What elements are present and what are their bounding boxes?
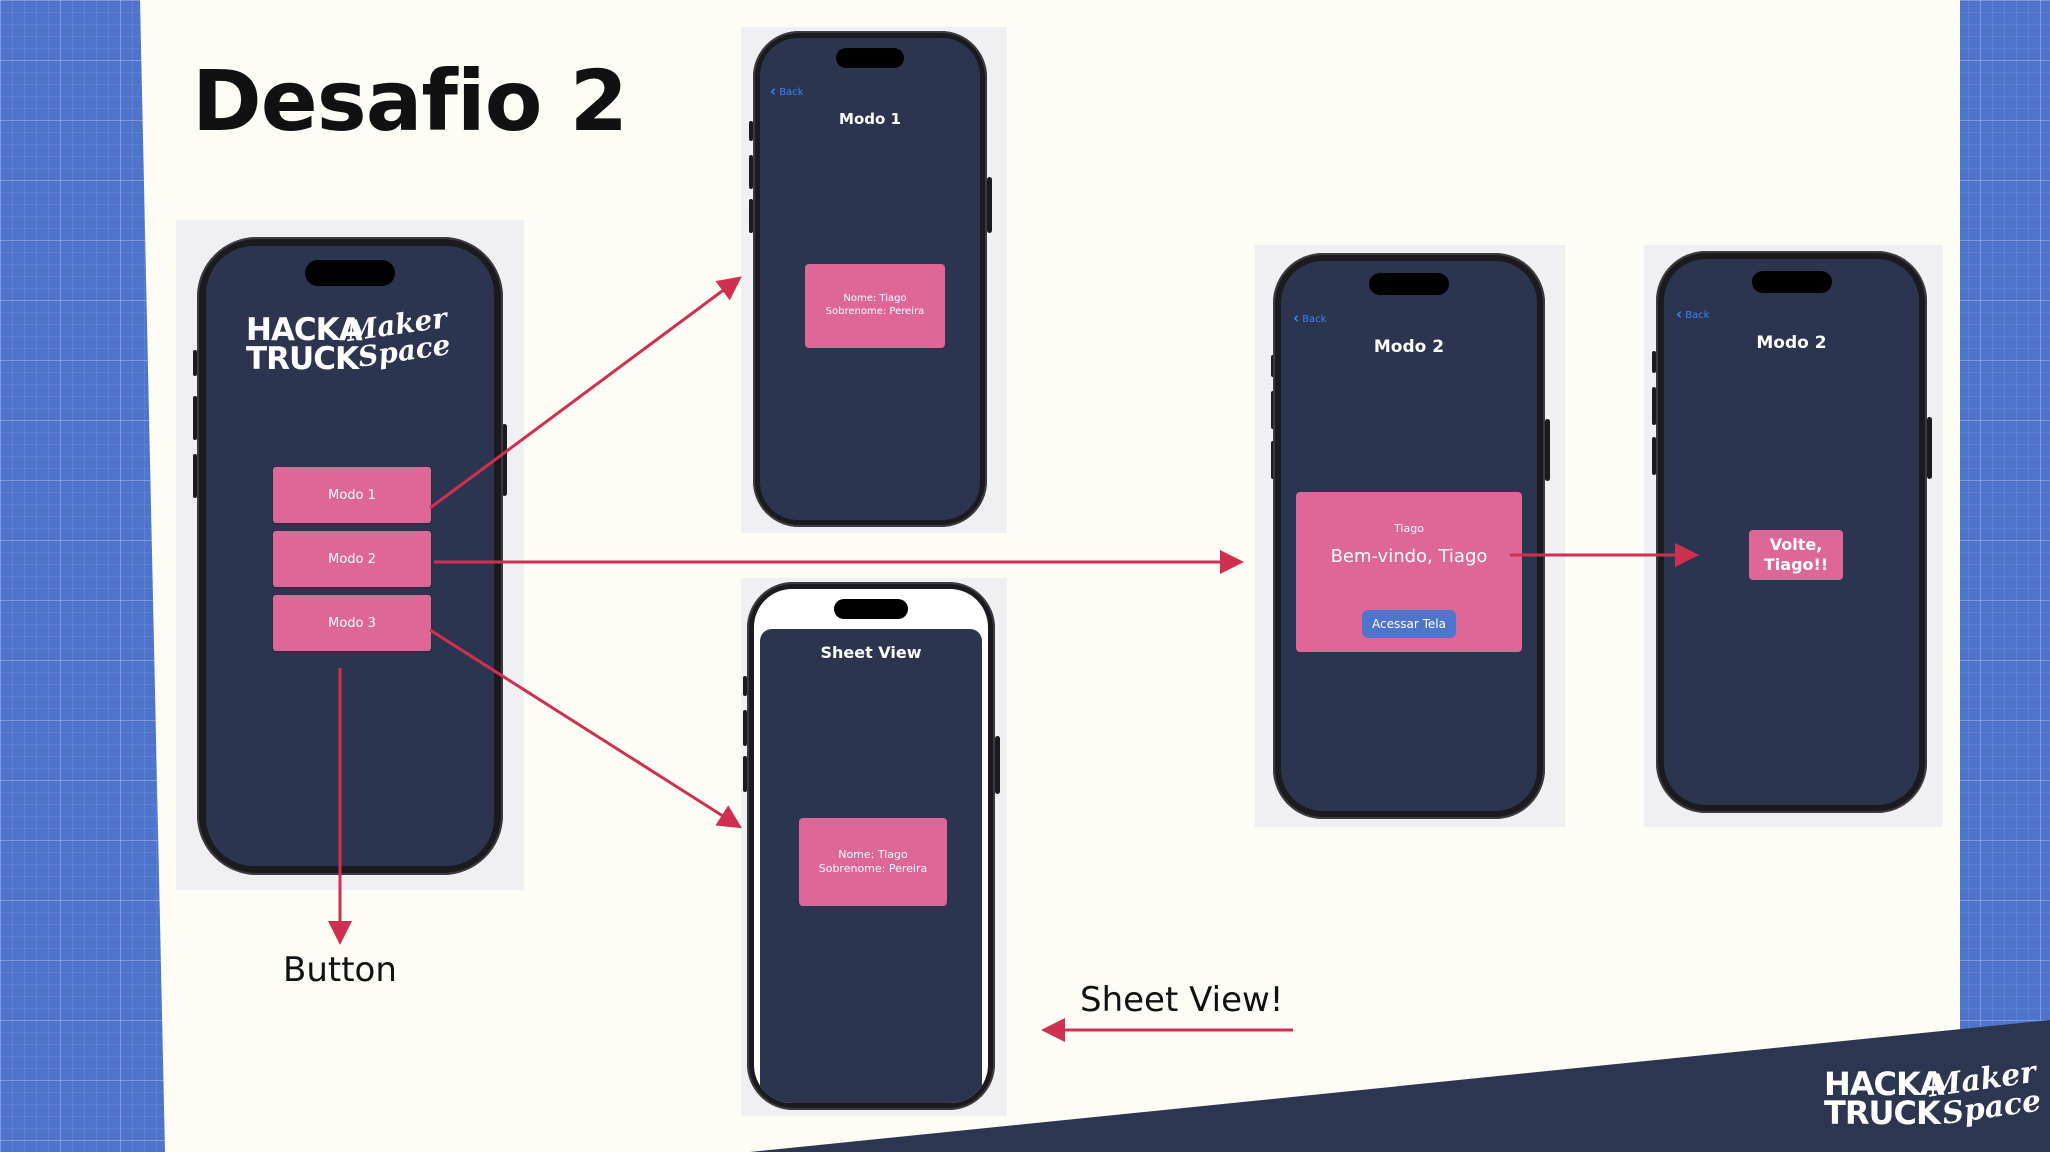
dynamic-island [305, 260, 395, 286]
phone-frame: Sheet View Nome: Tiago Sobrenome: Pereir… [747, 582, 995, 1110]
side-button [987, 177, 992, 233]
side-button [193, 454, 197, 498]
side-button [1652, 437, 1656, 475]
corner-logo-line2: TRUCK [1824, 1094, 1941, 1133]
modo2-result-screenshot: ‹Back Modo 2 Volte, Tiago!! [1644, 245, 1943, 827]
nav-title: Modo 2 [1373, 337, 1445, 357]
card-name: Nome: Tiago [843, 293, 907, 304]
modo1-button[interactable]: Modo 1 [273, 467, 431, 523]
back-link[interactable]: ‹Back [770, 82, 803, 100]
home-screenshot: HACKA TRUCK Maker Space Modo 1 Modo 2 Mo… [176, 220, 524, 890]
phone-frame: HACKA TRUCK Maker Space Modo 1 Modo 2 Mo… [197, 237, 503, 875]
card-surname: Sobrenome: Pereira [818, 862, 928, 875]
phone-frame: ‹Back Modo 2 Tiago Bem-vindo, Tiago Aces… [1273, 253, 1545, 819]
back-link[interactable]: ‹Back [1676, 305, 1709, 323]
chevron-left-icon: ‹ [1676, 305, 1683, 323]
chevron-left-icon: ‹ [1293, 309, 1300, 327]
nav-title: Modo 1 [839, 110, 901, 128]
sheet-title: Sheet View [820, 643, 922, 662]
arrow-modo1 [429, 276, 742, 510]
back-label: Back [1302, 314, 1327, 325]
welcome-card: Tiago Bem-vindo, Tiago Acessar Tela [1296, 492, 1522, 652]
side-button [749, 199, 753, 233]
dynamic-island [1369, 273, 1449, 295]
phone-screen: ‹Back Modo 1 Nome: Tiago Sobrenome: Pere… [760, 38, 980, 520]
modo3-button[interactable]: Modo 3 [273, 595, 431, 651]
side-button [743, 676, 747, 696]
logo-line1: HACKA [246, 312, 363, 348]
side-button [749, 121, 753, 141]
corner-dark-band [750, 1020, 2050, 1152]
logo-line2: TRUCK [246, 340, 359, 377]
phone-screen: Sheet View Nome: Tiago Sobrenome: Pereir… [754, 589, 988, 1103]
button-caption: Button [283, 950, 397, 990]
modo2-screenshot: ‹Back Modo 2 Tiago Bem-vindo, Tiago Aces… [1255, 245, 1565, 827]
volte-label: Volte, Tiago!! [1749, 530, 1843, 580]
corner-logo-script: Maker Space [1926, 1055, 2043, 1132]
phone-screen: HACKA TRUCK Maker Space Modo 1 Modo 2 Mo… [206, 246, 494, 866]
sheet-panel: Sheet View Nome: Tiago Sobrenome: Pereir… [760, 629, 982, 1103]
back-link[interactable]: ‹Back [1293, 309, 1326, 327]
info-card: Nome: Tiago Sobrenome: Pereira [805, 264, 945, 348]
side-button [193, 350, 197, 376]
chevron-left-icon: ‹ [770, 82, 777, 100]
modo2-button[interactable]: Modo 2 [273, 531, 431, 587]
back-label: Back [779, 87, 804, 98]
back-label: Back [1685, 310, 1710, 321]
acessar-tela-button[interactable]: Acessar Tela [1362, 610, 1456, 638]
corner-logo-line1: HACKA [1824, 1065, 1945, 1103]
slide-title: Desafio 2 [192, 52, 628, 150]
nav-title: Modo 2 [1756, 333, 1827, 353]
corner-logo: HACKA TRUCK Maker Space [1824, 1055, 2043, 1140]
phone-frame: ‹Back Modo 1 Nome: Tiago Sobrenome: Pere… [753, 31, 987, 527]
side-button [1927, 417, 1932, 479]
side-button [502, 424, 507, 496]
sheet-caption: Sheet View! [1080, 980, 1284, 1020]
dynamic-island [836, 48, 904, 68]
sheet-screenshot: Sheet View Nome: Tiago Sobrenome: Pereir… [741, 578, 1007, 1116]
dynamic-island [834, 599, 908, 619]
phone-frame: ‹Back Modo 2 Volte, Tiago!! [1656, 251, 1927, 813]
card-surname: Sobrenome: Pereira [825, 306, 925, 317]
phone-screen: ‹Back Modo 2 Tiago Bem-vindo, Tiago Aces… [1281, 261, 1537, 811]
side-button [743, 710, 747, 746]
side-button [995, 736, 1000, 794]
card-small-text: Tiago [1394, 522, 1424, 535]
side-button [1652, 387, 1656, 425]
side-button [743, 756, 747, 792]
info-card: Nome: Tiago Sobrenome: Pereira [799, 818, 947, 906]
card-name: Nome: Tiago [838, 848, 908, 861]
modo1-screenshot: ‹Back Modo 1 Nome: Tiago Sobrenome: Pere… [741, 27, 1007, 533]
side-button [749, 155, 753, 189]
dynamic-island [1752, 271, 1832, 293]
side-button [193, 396, 197, 440]
card-welcome-text: Bem-vindo, Tiago [1330, 546, 1488, 567]
side-button [1545, 419, 1550, 481]
phone-screen: ‹Back Modo 2 Volte, Tiago!! [1664, 259, 1919, 805]
logo-wordmark: HACKA TRUCK [246, 312, 363, 377]
side-button [1652, 351, 1656, 373]
corner-logo-wordmark: HACKA TRUCK [1824, 1065, 1945, 1133]
arrow-modo3 [429, 628, 743, 829]
